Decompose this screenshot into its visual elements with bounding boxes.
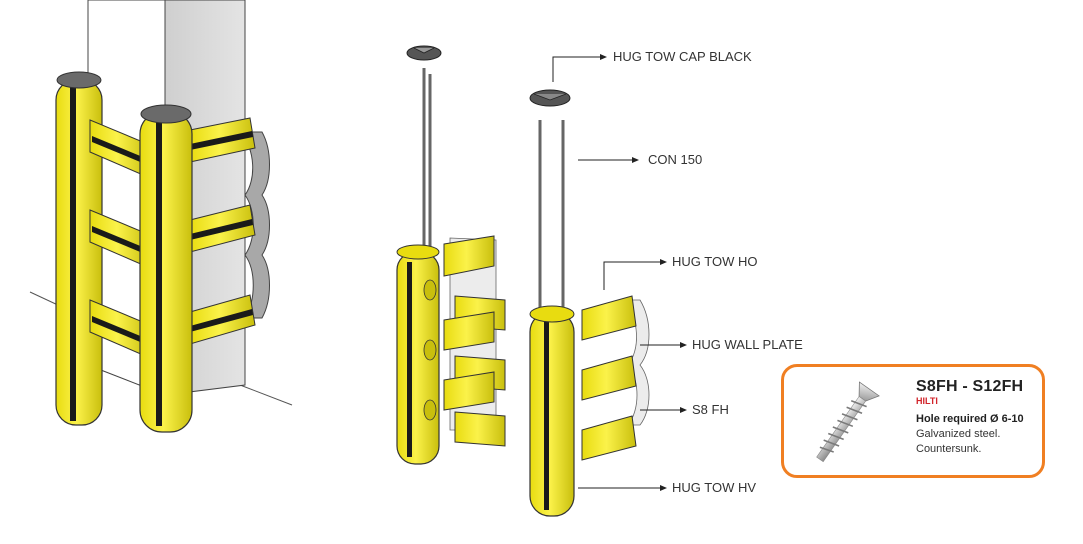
floor-line-right — [239, 384, 293, 406]
left-tube-cap — [56, 71, 102, 89]
assembled-column-view — [29, 0, 293, 433]
label-vertical: HUG TOW HV — [672, 480, 756, 495]
corner-vertical-tube — [139, 111, 193, 433]
product-brand: HILTI — [916, 396, 938, 406]
mounted-wall-plate — [238, 131, 270, 319]
product-material: Galvanized steel. — [916, 428, 1001, 440]
exploded-corner-view — [529, 89, 650, 517]
corner-exploded-horizontal-tubes — [581, 295, 637, 461]
screw-anchor-icon — [816, 381, 880, 463]
horizontal-tubes-side — [189, 117, 256, 345]
label-anchor: S8 FH — [692, 402, 729, 417]
label-connector: CON 150 — [648, 152, 702, 167]
arrow-cap — [552, 56, 600, 82]
label-horizontal: HUG TOW HO — [672, 254, 757, 269]
exploded-flat-view — [396, 45, 506, 465]
product-hole-requirement: Hole required Ø 6-10 — [916, 413, 1024, 425]
label-cap: HUG TOW CAP BLACK — [613, 49, 752, 64]
flat-horizontal-tubes — [443, 235, 506, 447]
product-info-card: S8FH - S12FH HILTI Hole required Ø 6-10 … — [781, 364, 1045, 478]
product-title: S8FH - S12FH — [916, 378, 1024, 395]
corner-exploded-vertical-tube — [529, 311, 575, 517]
corner-tube-stripe — [156, 118, 162, 426]
left-tube-stripe — [70, 86, 76, 421]
arrow-horizontal — [603, 261, 660, 290]
horizontal-tubes-front — [89, 119, 151, 359]
callout-arrows — [552, 54, 687, 491]
corner-tube-cap — [140, 104, 192, 124]
product-finish: Countersunk. — [916, 443, 982, 455]
label-wall-plate: HUG WALL PLATE — [692, 337, 803, 352]
corner-exploded-wall-plate — [623, 299, 650, 426]
